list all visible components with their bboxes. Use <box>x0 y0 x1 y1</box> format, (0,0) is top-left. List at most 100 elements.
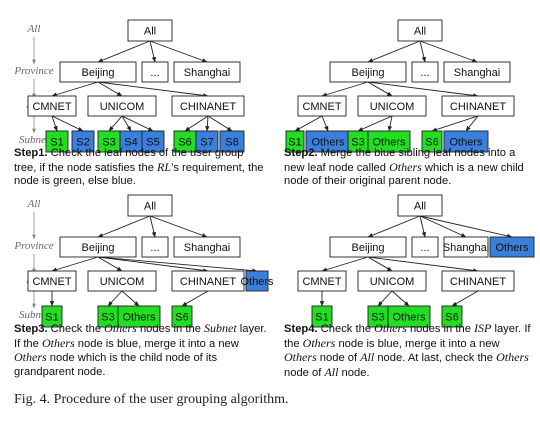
tree-node-box <box>329 236 407 258</box>
tree-edge-beijing-chinanet <box>367 256 479 273</box>
tree-node-label: Shanghai <box>184 242 231 254</box>
caption-step1: Step1. Check the leaf nodes of the user … <box>14 147 268 189</box>
tree-node-box <box>441 95 515 117</box>
tree-node-label: S4 <box>124 137 137 149</box>
caption-segment: Others <box>104 321 137 335</box>
tree-node-box <box>411 236 439 258</box>
tree-node-all: All <box>397 194 443 217</box>
tree-node-label: UNICOM <box>370 101 415 113</box>
tree-node-box <box>127 19 173 42</box>
tree-node-label: S1 <box>45 312 58 324</box>
tree-edge-beijing-others_isp <box>97 256 258 273</box>
tree-node-s2: S2 <box>71 130 95 153</box>
layer-label-province: Province <box>13 65 53 77</box>
tree-node-o2: Others <box>117 305 161 328</box>
tree-node-label: Others <box>495 242 529 254</box>
tree-node-s1: S1 <box>285 130 305 153</box>
tree-node-beijing: Beijing <box>329 236 407 258</box>
tree-edge-cmnet-s1 <box>51 115 58 132</box>
tree-node-label: CMNET <box>32 276 71 288</box>
tree-edge-all-shanghai <box>419 215 467 238</box>
caption-segment: nodes in the <box>406 323 475 335</box>
tree-node-box <box>245 270 269 292</box>
tree-node-box <box>387 305 431 328</box>
tree-node-dots: ... <box>141 61 169 83</box>
caption-segment: which is a new child node of their origi… <box>284 161 524 188</box>
caption-segment: node. At last, check the <box>374 352 497 365</box>
tree-node-unicom: UNICOM <box>357 95 427 117</box>
tree-node-all: All <box>127 19 173 42</box>
tree-node-label: S6 <box>175 312 188 324</box>
tree-node-box <box>87 95 157 117</box>
tree-node-s6: S6 <box>421 130 443 153</box>
layer-label-province: Province <box>13 240 53 252</box>
caption-segment: layer. If the <box>284 323 531 350</box>
tree-edge-unicom-o2 <box>387 115 393 132</box>
caption-segment: node of <box>284 366 325 379</box>
tree-node-label: Shanghai <box>443 242 490 254</box>
tree-node-cmnet: CMNET <box>297 270 347 292</box>
tree-edge-unicom-o2 <box>121 290 140 307</box>
caption-segment: Others <box>374 321 407 335</box>
tree-edge-unicom-o2 <box>391 290 410 307</box>
tree-edge-cmnet-s2 <box>51 115 84 132</box>
tree-node-unicom: UNICOM <box>87 270 157 292</box>
tree-node-box <box>141 236 169 258</box>
caption-segment: ISP <box>474 321 492 335</box>
tree-edge-chinanet-s6 <box>181 290 209 307</box>
tree-node-box <box>171 270 245 292</box>
caption-segment: node is blue, merge it into a new <box>335 337 500 350</box>
tree-edge-chinanet-s6 <box>184 115 209 132</box>
tree-node-box <box>141 61 169 83</box>
caption-segment: Step4. <box>284 323 318 335</box>
tree-node-chinanet: CHINANET <box>171 95 245 117</box>
tree-edge-beijing-chinanet <box>367 81 479 98</box>
tree-node-cmnet: CMNET <box>27 270 77 292</box>
tree-node-unicom: UNICOM <box>87 95 157 117</box>
tree-edge-beijing-unicom <box>97 256 123 272</box>
tree-edge-all-dots <box>419 40 426 63</box>
tree-node-box <box>367 130 411 153</box>
tree-node-label: S3 <box>351 137 364 149</box>
tree-node-label: CMNET <box>32 101 71 113</box>
tree-node-label: S2 <box>76 137 89 149</box>
tree-node-box <box>357 270 427 292</box>
tree-node-box <box>195 130 219 153</box>
tree-node-box <box>219 130 245 153</box>
tree-node-others_prov: Others <box>489 236 535 258</box>
tree-node-box <box>173 61 241 83</box>
tree-node-o2: Others <box>387 305 431 328</box>
tree-edge-all-dots <box>149 215 156 238</box>
tree-node-label: CHINANET <box>180 101 237 113</box>
caption-segment: node. <box>338 366 370 379</box>
tree-node-cmnet: CMNET <box>27 95 77 117</box>
tree-node-shanghai: Shanghai <box>173 61 241 83</box>
figure-caption: Fig. 4. Procedure of the user grouping a… <box>14 392 289 407</box>
tree-node-label: Shanghai <box>454 67 501 79</box>
tree-edge-beijing-cmnet <box>321 81 369 97</box>
tree-edge-unicom-s4 <box>121 115 132 132</box>
tree-node-label: Others <box>449 137 483 149</box>
tree-edge-beijing-chinanet <box>97 256 209 273</box>
tree-node-box <box>397 194 443 217</box>
caption-step4: Step4. Check the Others nodes in the ISP… <box>284 321 534 380</box>
tree-edge-beijing-unicom <box>367 81 393 97</box>
caption-segment: Step3. <box>14 323 48 335</box>
tree-edge-chinanet-s6 <box>431 115 479 132</box>
tree-node-label: Beijing <box>351 67 384 79</box>
tree-node-label: S5 <box>146 137 159 149</box>
tree-node-label: All <box>414 201 426 213</box>
tree-edge-all-beijing <box>367 40 421 63</box>
tree-node-box <box>27 270 77 292</box>
caption-segment: Check the <box>47 323 105 335</box>
caption-segment: Check the leaf nodes of the user group t… <box>14 147 244 174</box>
tree-node-box <box>117 305 161 328</box>
tree-node-box <box>441 305 463 328</box>
tree-edge-chinanet-s7 <box>205 115 210 132</box>
tree-node-box <box>411 61 439 83</box>
tree-node-chinanet: CHINANET <box>441 270 515 292</box>
caption-segment: Others <box>496 350 529 365</box>
tree-edge-all-shanghai <box>419 40 478 63</box>
caption-step3: Step3. Check the Others nodes in the Sub… <box>14 321 268 379</box>
